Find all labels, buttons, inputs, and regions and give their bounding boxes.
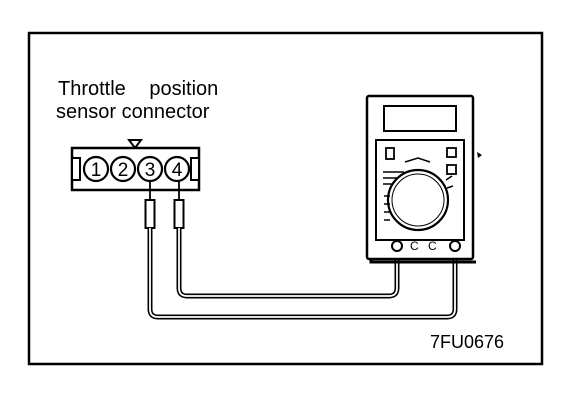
multimeter-switch-mid-right xyxy=(446,164,457,175)
multimeter-display xyxy=(383,105,457,132)
multimeter-jack-left xyxy=(391,240,403,252)
probe-4-body xyxy=(173,199,185,229)
multimeter-switch-top-left xyxy=(385,147,395,160)
outer-frame xyxy=(27,31,544,366)
connector-right-ear xyxy=(190,157,200,181)
wire-pin4-to-meter xyxy=(176,228,400,299)
connector-title-line1: Throttle position xyxy=(58,78,219,100)
pin-4-label: 4 xyxy=(172,160,183,181)
svg-text:C: C xyxy=(428,239,437,253)
multimeter-switch-top-right xyxy=(446,147,457,158)
pin-1-circle xyxy=(82,155,110,183)
probe-3-body xyxy=(144,199,156,229)
pin-2-circle xyxy=(109,155,137,183)
svg-text:C: C xyxy=(410,239,419,253)
probe-leads xyxy=(144,181,458,320)
pin-1-label: 1 xyxy=(91,160,102,181)
connector-title-line2: sensor connector xyxy=(56,101,210,123)
connector-left-ear xyxy=(71,157,81,181)
pin-3-label: 3 xyxy=(145,160,156,181)
pin-2-label: 2 xyxy=(118,160,129,181)
multimeter-rotary-dial xyxy=(386,168,450,232)
pin-4-circle xyxy=(163,155,191,183)
throttle-position-sensor-connector: 1 2 3 4 xyxy=(70,139,201,192)
multimeter-jack-right xyxy=(449,240,461,252)
multimeter: C C xyxy=(365,94,482,264)
connector-latch xyxy=(127,139,143,150)
figure-id: 7FU0676 xyxy=(430,332,505,352)
